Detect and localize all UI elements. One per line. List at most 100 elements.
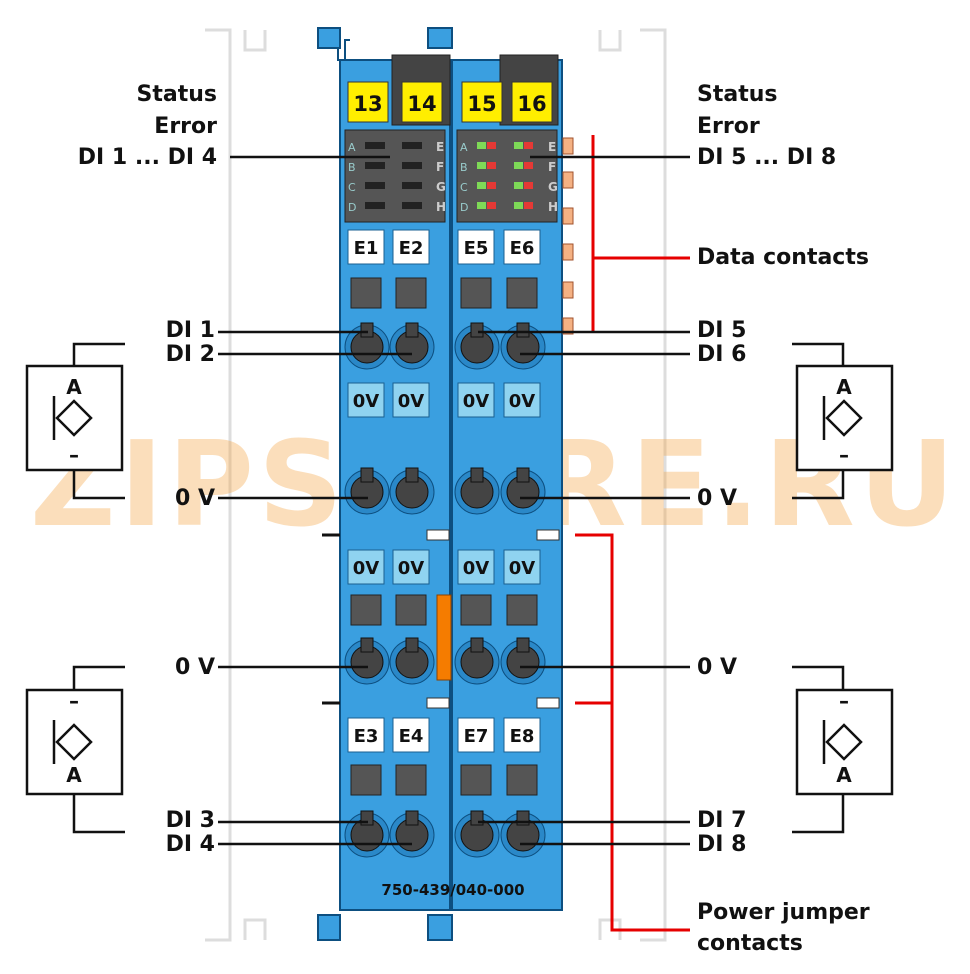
channel-marker — [503, 382, 541, 418]
label-di5: DI 5 — [697, 318, 747, 343]
led-off — [365, 182, 385, 189]
release-button — [395, 594, 427, 626]
label-di3: DI 3 — [165, 808, 215, 833]
label-error-right: Error — [697, 114, 760, 139]
sensor-symbol — [25, 364, 124, 472]
channel-marker — [503, 229, 541, 265]
led-row-label: H — [436, 200, 446, 214]
terminal-number-text: 16 — [517, 92, 546, 116]
led-off — [365, 202, 385, 209]
channel-marker-text: E1 — [354, 238, 379, 259]
label-0v-right-2: 0 V — [697, 655, 737, 680]
release-button — [350, 594, 382, 626]
power-jumper-bar — [436, 594, 452, 681]
led-off — [365, 142, 385, 149]
channel-marker — [392, 717, 430, 753]
label-di1: DI 1 — [165, 318, 215, 343]
terminal-number-16 — [511, 81, 553, 123]
channel-marker — [347, 382, 385, 418]
sensor-symbol — [25, 688, 124, 796]
led-status — [477, 162, 486, 169]
sensor-wiring — [72, 342, 845, 834]
terminal-number-text: 14 — [407, 92, 436, 116]
channel-marker-text: 0V — [509, 558, 536, 579]
led-row-label: C — [460, 181, 468, 194]
channel-marker — [347, 717, 385, 753]
led-off — [402, 162, 422, 169]
release-button — [350, 277, 382, 309]
release-button — [506, 764, 538, 796]
led-error — [487, 202, 496, 209]
label-di6: DI 6 — [697, 342, 747, 367]
release-button — [460, 594, 492, 626]
led-row-label: F — [436, 160, 444, 174]
channel-marker-text: 0V — [463, 558, 490, 579]
led-off — [402, 182, 422, 189]
led-error — [524, 162, 533, 169]
led-off — [402, 142, 422, 149]
sensor-label-minus: – — [69, 689, 79, 713]
channel-marker-text: 0V — [509, 391, 536, 412]
channel-marker-text: E8 — [510, 726, 535, 747]
led-row-label: D — [348, 201, 356, 214]
led-row-label: G — [436, 180, 446, 194]
terminal-number-text: 15 — [467, 92, 496, 116]
channel-marker — [457, 229, 495, 265]
din-rail-outline — [205, 28, 667, 942]
channel-marker-text: E3 — [354, 726, 379, 747]
channel-marker — [347, 229, 385, 265]
led-row-label: E — [548, 140, 556, 154]
terminal-number-text: 13 — [353, 92, 382, 116]
leader-lines — [218, 155, 690, 846]
channel-marker — [457, 717, 495, 753]
channel-marker-text: 0V — [353, 391, 380, 412]
channel-marker-text: E5 — [464, 238, 489, 259]
led-off — [402, 202, 422, 209]
led-row-label: A — [460, 141, 468, 154]
led-status — [477, 142, 486, 149]
label-di4: DI 4 — [165, 832, 215, 857]
led-row-label: G — [548, 180, 558, 194]
led-off — [365, 162, 385, 169]
sensor-label-minus: – — [69, 443, 79, 467]
led-status — [514, 162, 523, 169]
led-error — [487, 182, 496, 189]
led-error — [524, 142, 533, 149]
label-0v-right-1: 0 V — [697, 486, 737, 511]
label-0v-left-2: 0 V — [175, 655, 215, 680]
terminal-number-15 — [461, 81, 503, 123]
led-status — [514, 202, 523, 209]
channel-marker-text: 0V — [398, 558, 425, 579]
channel-marker-text: 0V — [353, 558, 380, 579]
channel-marker — [392, 382, 430, 418]
terminal-number-13 — [347, 81, 389, 123]
sensor-label-a: A — [66, 375, 82, 399]
release-button — [350, 764, 382, 796]
led-row-label: E — [436, 140, 444, 154]
channel-marker — [457, 382, 495, 418]
label-data-contacts: Data contacts — [697, 245, 869, 270]
led-status — [514, 142, 523, 149]
sensor-label-a: A — [836, 763, 852, 787]
label-status-left: Status — [136, 82, 217, 107]
led-row-label: D — [460, 201, 468, 214]
data-contacts-bracket — [591, 135, 690, 333]
led-status — [514, 182, 523, 189]
led-row-label: C — [348, 181, 356, 194]
release-button — [460, 764, 492, 796]
led-error — [524, 182, 533, 189]
release-button — [395, 277, 427, 309]
led-error — [524, 202, 533, 209]
led-row-label: B — [460, 161, 468, 174]
channel-marker — [392, 549, 430, 585]
label-status-right: Status — [697, 82, 778, 107]
release-button — [506, 594, 538, 626]
sensor-symbol — [795, 364, 894, 472]
label-power-jumper: Power jumper — [697, 900, 870, 925]
sensor-label-a: A — [66, 763, 82, 787]
label-power-jumper-contacts: contacts — [697, 931, 803, 956]
sensor-label-minus: – — [839, 689, 849, 713]
